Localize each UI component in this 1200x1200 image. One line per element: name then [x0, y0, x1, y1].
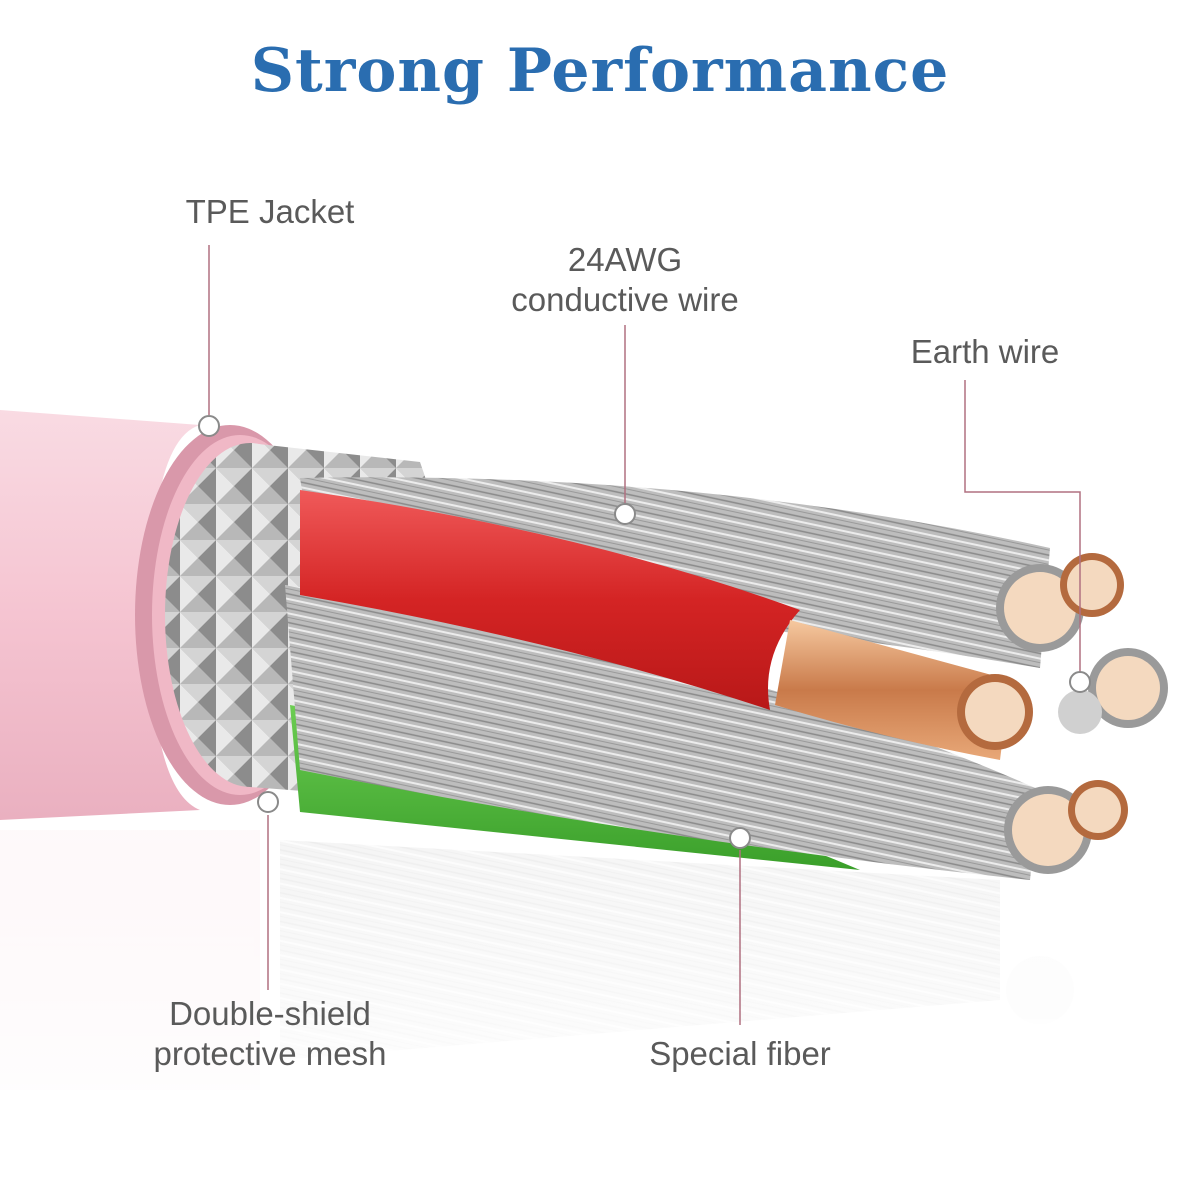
- leader-lines: [208, 245, 1081, 1025]
- leader-markers: [198, 415, 1091, 849]
- strand-ends: [957, 553, 1168, 874]
- label-tpe-jacket: TPE Jacket: [185, 193, 355, 230]
- lower-strand-bundle: [285, 585, 1040, 880]
- label-shield-line1: Double-shield: [169, 995, 371, 1032]
- label-conductive-wire: 24AWG conductive wire: [470, 240, 780, 320]
- page-title: Strong Performance: [250, 36, 950, 106]
- label-conductive-wire-line2: conductive wire: [511, 281, 739, 318]
- copper-core: [775, 620, 1010, 760]
- label-shield-mesh: Double-shield protective mesh: [130, 994, 410, 1074]
- red-conductor: [300, 490, 800, 710]
- label-shield-line2: protective mesh: [153, 1035, 387, 1072]
- label-conductive-wire-line1: 24AWG: [567, 241, 683, 278]
- label-special-fiber: Special fiber: [649, 1035, 831, 1072]
- label-earth-wire: Earth wire: [910, 333, 1060, 370]
